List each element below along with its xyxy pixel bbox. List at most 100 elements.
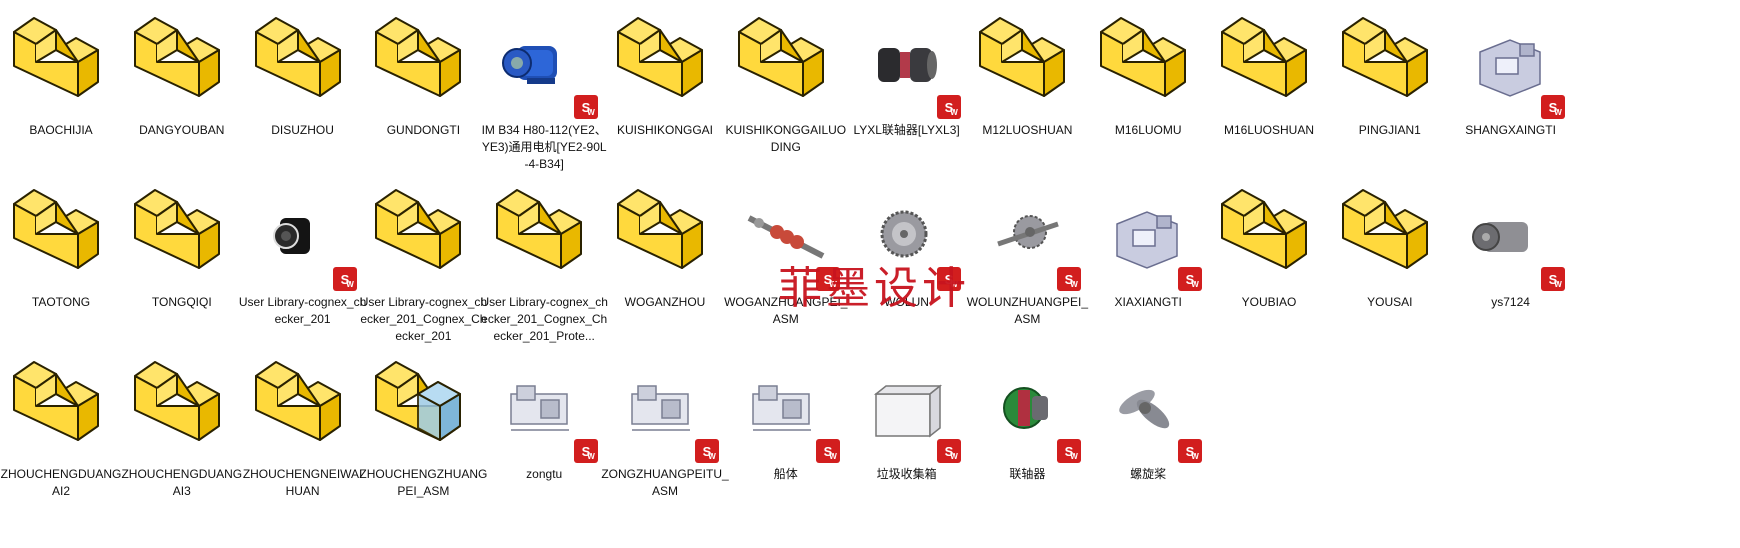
svg-text:S: S bbox=[944, 100, 953, 115]
file-item[interactable]: PINGJIAN1 bbox=[1323, 6, 1457, 139]
file-item[interactable]: User Library-cognex_checker_201_Cognex_C… bbox=[356, 178, 490, 345]
file-name-label: XIAXIANGTI bbox=[1114, 295, 1182, 309]
file-item[interactable]: ZHOUCHENGDUANGAI3 bbox=[115, 350, 249, 500]
folder-icon bbox=[115, 6, 249, 114]
file-item[interactable]: S W LYXL联轴器[LYXL3] bbox=[840, 6, 974, 139]
file-item[interactable]: S W 垃圾收集箱 bbox=[840, 350, 974, 483]
solidworks-badge-icon: S W bbox=[1057, 267, 1082, 291]
svg-text:S: S bbox=[1186, 444, 1195, 459]
svg-text:S: S bbox=[823, 272, 832, 287]
file-name-label: M16LUOMU bbox=[1114, 123, 1182, 137]
file-name-label: WOLUNZHUANGPEI_ASM bbox=[966, 295, 1089, 326]
file-name-label: User Library-cognex_checker_201_Cognex_C… bbox=[359, 295, 488, 343]
file-item[interactable]: S W SHANGXAINGTI bbox=[1444, 6, 1578, 139]
file-name-label: ZHOUCHENGNEIWAIHUAN bbox=[242, 467, 363, 498]
file-item[interactable]: S W ZONGZHUANGPEITU_ASM bbox=[598, 350, 732, 500]
file-item[interactable]: BAOCHIJIA bbox=[0, 6, 128, 139]
file-name-label: IM B34 H80-112(YE2、YE3)通用电机[YE2-90L-4-B3… bbox=[481, 123, 607, 171]
file-item[interactable]: WOGANZHOU bbox=[598, 178, 732, 311]
file-item[interactable]: S W ys7124 bbox=[1444, 178, 1578, 311]
file-name-label: DANGYOUBAN bbox=[139, 123, 225, 137]
file-item[interactable]: S W zongtu bbox=[477, 350, 611, 483]
file-name-label: ys7124 bbox=[1491, 295, 1530, 309]
file-item[interactable]: S W IM B34 H80-112(YE2、YE3)通用电机[YE2-90L-… bbox=[477, 6, 611, 173]
file-name-label: 螺旋桨 bbox=[1130, 467, 1167, 481]
file-item[interactable]: S W XIAXIANGTI bbox=[1081, 178, 1215, 311]
file-name-label: ZHOUCHENGZHUANGPEI_ASM bbox=[359, 467, 488, 498]
file-item[interactable]: S W WOLUNZHUANGPEI_ASM bbox=[960, 178, 1094, 328]
file-name-label: zongtu bbox=[526, 467, 563, 481]
folder-icon bbox=[1202, 178, 1336, 286]
file-name-label: 船体 bbox=[773, 467, 798, 481]
file-item[interactable]: S W 联轴器 bbox=[960, 350, 1094, 483]
file-item[interactable]: TONGQIQI bbox=[115, 178, 249, 311]
file-item[interactable]: GUNDONGTI bbox=[356, 6, 490, 139]
file-item[interactable]: YOUSAI bbox=[1323, 178, 1457, 311]
file-item[interactable]: S W WOGANZHUANGPEI_ASM bbox=[719, 178, 853, 328]
solidworks-badge-icon: S W bbox=[574, 439, 599, 463]
file-item[interactable]: User Library-cognex_checker_201_Cognex_C… bbox=[477, 178, 611, 345]
svg-text:S: S bbox=[582, 444, 591, 459]
file-item[interactable]: KUISHIKONGGAILUODING bbox=[719, 6, 853, 156]
folder-icon bbox=[0, 6, 128, 114]
svg-text:W: W bbox=[587, 452, 595, 461]
svg-text:W: W bbox=[829, 452, 837, 461]
file-item[interactable]: S W WOLUN bbox=[840, 178, 974, 311]
solidworks-badge-icon: S W bbox=[936, 439, 961, 463]
svg-text:W: W bbox=[829, 280, 837, 289]
file-item[interactable]: ZHOUCHENGZHUANGPEI_ASM bbox=[356, 350, 490, 500]
camera-part-icon: S W bbox=[236, 178, 370, 291]
folder-icon bbox=[598, 178, 732, 286]
svg-text:W: W bbox=[1071, 452, 1079, 461]
svg-text:S: S bbox=[1548, 100, 1557, 115]
svg-text:W: W bbox=[1554, 280, 1562, 289]
folder-icon bbox=[1202, 6, 1336, 114]
file-name-label: PINGJIAN1 bbox=[1358, 123, 1421, 137]
file-item[interactable]: S W 螺旋桨 bbox=[1081, 350, 1215, 483]
file-item[interactable]: S W User Library-cognex_checker_201 bbox=[236, 178, 370, 328]
svg-text:S: S bbox=[340, 272, 349, 287]
folder-icon bbox=[598, 6, 732, 114]
gear-part-icon: S W bbox=[840, 178, 974, 291]
file-name-label: ZHOUCHENGDUANGAI2 bbox=[0, 467, 122, 498]
solidworks-badge-icon: S W bbox=[1178, 267, 1203, 291]
file-name-label: YOUBIAO bbox=[1241, 295, 1297, 309]
folder-icon bbox=[356, 6, 490, 114]
folder-icon bbox=[236, 6, 370, 114]
file-name-label: WOGANZHOU bbox=[624, 295, 706, 309]
coupling-part-icon: S W bbox=[840, 6, 974, 119]
solidworks-badge-icon: S W bbox=[936, 95, 961, 119]
svg-text:S: S bbox=[944, 444, 953, 459]
file-item[interactable]: DISUZHOU bbox=[236, 6, 370, 139]
worm-shaft-part-icon: S W bbox=[719, 178, 853, 291]
file-item[interactable]: ZHOUCHENGDUANGAI2 bbox=[0, 350, 128, 500]
file-item[interactable]: DANGYOUBAN bbox=[115, 6, 249, 139]
file-item[interactable]: ZHOUCHENGNEIWAIHUAN bbox=[236, 350, 370, 500]
svg-text:S: S bbox=[944, 272, 953, 287]
solidworks-badge-icon: S W bbox=[1540, 267, 1565, 291]
file-item[interactable]: YOUBIAO bbox=[1202, 178, 1336, 311]
svg-text:W: W bbox=[708, 452, 716, 461]
folder-icon bbox=[477, 178, 611, 286]
file-name-label: TONGQIQI bbox=[151, 295, 212, 309]
svg-text:S: S bbox=[1548, 272, 1557, 287]
file-name-label: DISUZHOU bbox=[271, 123, 334, 137]
file-item[interactable]: M16LUOMU bbox=[1081, 6, 1215, 139]
svg-text:W: W bbox=[1191, 452, 1199, 461]
svg-text:W: W bbox=[1071, 280, 1079, 289]
folder-icon bbox=[1323, 178, 1457, 286]
file-item[interactable]: M12LUOSHUAN bbox=[960, 6, 1094, 139]
svg-text:S: S bbox=[582, 100, 591, 115]
solidworks-badge-icon: S W bbox=[936, 267, 961, 291]
file-item[interactable]: S W 船体 bbox=[719, 350, 853, 483]
file-item[interactable]: TAOTONG bbox=[0, 178, 128, 311]
file-item[interactable]: KUISHIKONGGAI bbox=[598, 6, 732, 139]
file-name-label: User Library-cognex_checker_201 bbox=[238, 295, 367, 326]
assembly-part-icon: S W bbox=[477, 350, 611, 463]
folder-icon bbox=[0, 178, 128, 286]
folder-icon bbox=[115, 350, 249, 458]
svg-text:S: S bbox=[1065, 272, 1074, 287]
file-item[interactable]: M16LUOSHUAN bbox=[1202, 6, 1336, 139]
solidworks-badge-icon: S W bbox=[1057, 439, 1082, 463]
